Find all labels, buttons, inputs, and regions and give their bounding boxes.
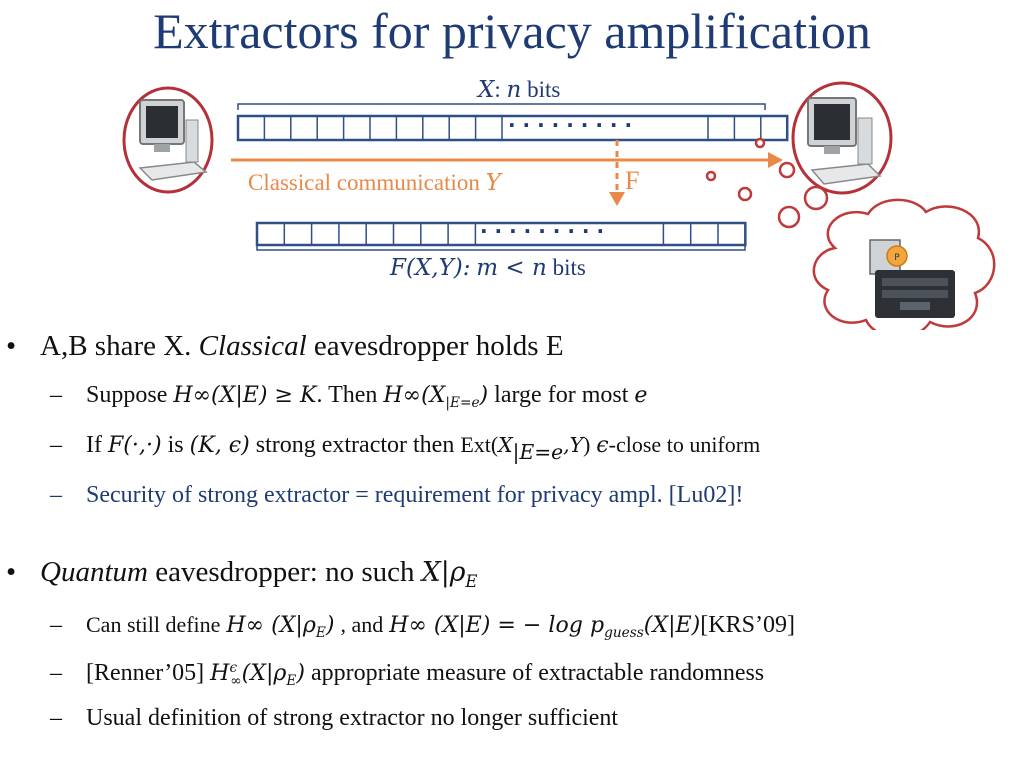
page-title: Extractors for privacy amplification [153, 3, 871, 59]
protocol-diagram: · · · · · · · · · · · · · · · · · · [122, 81, 996, 330]
bob-computer-icon [791, 81, 893, 195]
bullet-classical: • A,B share X. Classical eavesdropper ho… [0, 330, 900, 370]
bullet-text: A,B share X. Classical eavesdropper hold… [40, 330, 564, 362]
bullet-marker: • [6, 330, 17, 362]
bottom-brace [256, 244, 746, 251]
x-bits-label: X: n bits [478, 77, 561, 103]
sub-bullet-define: – Can still define H∞ (X|ρE) , and H∞ (X… [50, 612, 795, 641]
communication-arrowhead [768, 152, 783, 168]
bit-string-frame [255, 221, 747, 247]
bit-string-frame [236, 114, 789, 142]
channel-label: Classical communication Y [248, 170, 501, 196]
output-bits-label: F(X,Y): m < n bits [390, 255, 586, 281]
bit-ellipsis: · · · · · · · · · [508, 113, 632, 137]
sub-bullet-security: – Security of strong extractor = require… [50, 482, 744, 508]
quantum-state-icon [886, 245, 908, 267]
sub-bullet-renner: – [Renner’05] Hϵ∞(X|ρE) appropriate meas… [50, 660, 765, 689]
f-label: F [625, 166, 640, 195]
quantum-state-letter: P [894, 253, 900, 263]
bullet-quantum: • Quantum eavesdropper: no such X|ρE [0, 556, 900, 596]
f-arrowhead [609, 192, 625, 206]
bullet-marker: • [6, 556, 17, 588]
alice-computer-icon [122, 86, 214, 194]
eavesdropper-cloud: P [812, 198, 996, 330]
sub-bullet-if-extractor: – If F(·,·) is (K, ϵ) strong extractor t… [50, 432, 761, 465]
thought-bubbles [705, 137, 829, 229]
bottom-bit-string: · · · · · · · · · [255, 219, 747, 247]
sub-bullet-suppose: – Suppose H∞(X|E) ≥ K. Then H∞(X|E=e) la… [50, 382, 648, 411]
sub-bullet-usual-definition: – Usual definition of strong extractor n… [50, 705, 619, 731]
bit-ellipsis: · · · · · · · · · [480, 219, 604, 243]
bullet-text: Quantum eavesdropper: no such X|ρE [40, 556, 478, 591]
top-brace [237, 103, 766, 110]
top-bit-string: · · · · · · · · · [236, 113, 789, 142]
